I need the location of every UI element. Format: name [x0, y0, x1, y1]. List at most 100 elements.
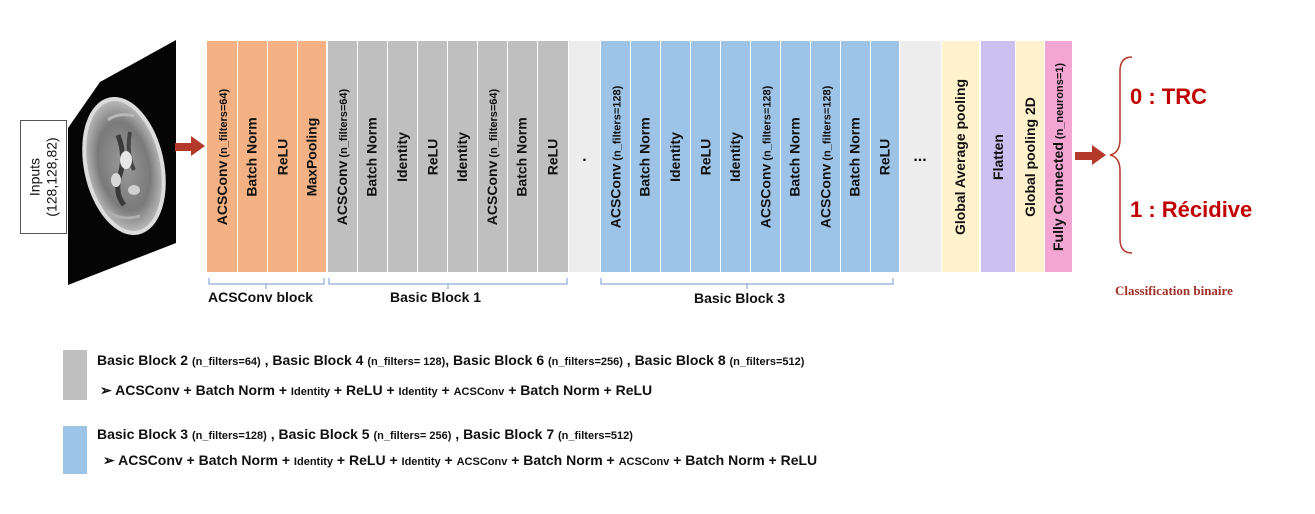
legend-text: ➢ ACSConv + Batch Norm + — [103, 452, 294, 468]
column-separator — [690, 41, 691, 272]
column-separator — [1015, 41, 1016, 272]
layer-column: ReLU — [267, 41, 297, 272]
output-brace — [1109, 56, 1133, 254]
legend-text: , Basic Block 7 — [451, 426, 559, 442]
layer-name: Fully Connected — [1050, 141, 1067, 251]
legend-text: Basic Block 3 — [97, 426, 192, 442]
layer-name: ... — [913, 147, 927, 165]
layer-column: Batch Norm — [357, 41, 387, 272]
layer-name: ReLU — [876, 138, 893, 175]
legend-small-text: (n_filters=256) — [548, 356, 623, 368]
column-separator — [720, 41, 721, 272]
layer-label: Batch Norm — [847, 117, 863, 196]
layer-column: ReLU — [870, 41, 899, 272]
bracket-basic-block-1 — [328, 278, 568, 289]
layer-column: ACSConv (n_filters=64) — [207, 41, 237, 272]
brain-mri-image — [68, 40, 176, 285]
legend-text: , Basic Block 6 — [445, 352, 548, 368]
legend-small-text: (n_filters= 128) — [367, 356, 446, 368]
legend-small-text: (n_filters=128) — [191, 430, 267, 442]
column-separator — [980, 41, 981, 272]
layer-name: Identity — [727, 131, 743, 182]
legend-small-text: ACSConv — [618, 456, 670, 468]
legend-small-text: Identity — [398, 386, 438, 398]
layer-name: ACSConv — [817, 163, 834, 228]
column-separator — [870, 41, 871, 272]
legend-text: + ReLU + — [330, 382, 399, 398]
legend-blue-title: Basic Block 3 (n_filters=128) , Basic Bl… — [97, 426, 633, 442]
layer-column: Identity — [387, 41, 417, 272]
layer-column: MaxPooling — [297, 41, 326, 272]
layer-column: ACSConv (n_filters=128) — [810, 41, 840, 272]
column-separator — [630, 41, 631, 272]
layer-name: Identity — [667, 131, 683, 182]
layer-label: Batch Norm — [787, 117, 803, 196]
column-separator — [750, 41, 751, 272]
layer-name: Batch Norm — [847, 116, 864, 197]
output-class-1: 1 : Récidive — [1130, 197, 1253, 222]
classification-caption: Classification binaire — [1115, 283, 1233, 298]
layer-name: Batch Norm — [787, 116, 804, 197]
legend-text: , Basic Block 8 — [622, 352, 730, 368]
layer-label: Batch Norm — [364, 117, 380, 196]
input-arrow — [175, 136, 205, 156]
layer-label: ACSConv (n_filters=128) — [757, 85, 773, 228]
layer-label: MaxPooling — [304, 117, 320, 196]
layer-param: (n_filters=64) — [338, 88, 350, 161]
column-separator — [237, 41, 238, 272]
layer-name: Batch Norm — [364, 116, 381, 197]
layer-label: ACSConv (n_filters=64) — [484, 88, 500, 224]
layer-label: Global pooling 2D — [1022, 97, 1038, 217]
layer-column: ACSConv (n_filters=64) — [477, 41, 507, 272]
layer-column: Batch Norm — [630, 41, 660, 272]
column-separator — [1044, 41, 1045, 272]
layer-label: Batch Norm — [244, 117, 260, 196]
layer-name: Batch Norm — [514, 116, 531, 197]
layer-label: Identity — [394, 132, 410, 182]
layer-label: Batch Norm — [637, 117, 653, 196]
layer-column: Fully Connected (n_neurons=1) — [1045, 41, 1072, 272]
layer-label: ReLU — [545, 138, 561, 175]
layer-name: Identity — [394, 131, 410, 182]
layer-column: ACSConv (n_filters=128) — [750, 41, 780, 272]
layer-label: ReLU — [274, 138, 290, 175]
brain-mri-svg — [68, 40, 176, 285]
layer-param: (n_filters=64) — [488, 88, 500, 161]
input-label-line2: (128,128,82) — [43, 137, 60, 217]
group-brackets — [208, 278, 894, 289]
layer-column: Batch Norm — [237, 41, 267, 272]
layer-name: ACSConv — [757, 163, 774, 228]
layer-param: (n_filters=128) — [761, 85, 774, 164]
legend-small-text: (n_filters=64) — [191, 356, 261, 368]
group-label-basic-block-3: Basic Block 3 — [694, 290, 786, 306]
layer-name: MaxPooling — [303, 117, 320, 196]
layer-label: Flatten — [990, 134, 1006, 180]
layer-param: (n_filters=128) — [611, 85, 624, 164]
bracket-acsconv-block — [208, 278, 325, 289]
legend-gray-sequence: ➢ ACSConv + Batch Norm + Identity + ReLU… — [100, 382, 652, 399]
column-separator — [660, 41, 661, 272]
column-separator — [477, 41, 478, 272]
layer-column: ACSConv (n_filters=128) — [600, 41, 630, 272]
column-separator — [357, 41, 358, 272]
column-separator — [447, 41, 448, 272]
layer-name: ACSConv — [484, 160, 500, 225]
layer-name: ReLU — [544, 138, 561, 175]
layer-column: Global Average pooling — [941, 41, 979, 272]
column-separator — [387, 41, 388, 272]
layer-name: Flatten — [989, 133, 1006, 180]
layer-label: ACSConv (n_filters=128) — [607, 85, 623, 228]
layer-column: Flatten — [980, 41, 1015, 272]
input-shape-box: Inputs (128,128,82) — [20, 120, 67, 234]
layer-column: Batch Norm — [507, 41, 537, 272]
output-arrow — [1075, 145, 1107, 165]
layer-name: Batch Norm — [244, 116, 261, 197]
column-separator — [327, 41, 328, 272]
legend-small-text: (n_filters=512) — [729, 356, 805, 368]
legend-blue-sequence: ➢ ACSConv + Batch Norm + Identity + ReLU… — [103, 452, 817, 469]
legend-small-text: Identity — [290, 386, 331, 398]
column-separator — [810, 41, 811, 272]
layer-label: Fully Connected (n_neurons=1) — [1051, 62, 1067, 250]
layer-label: Identity — [454, 132, 470, 182]
legend-text: ➢ ACSConv + Batch Norm + — [100, 382, 291, 398]
